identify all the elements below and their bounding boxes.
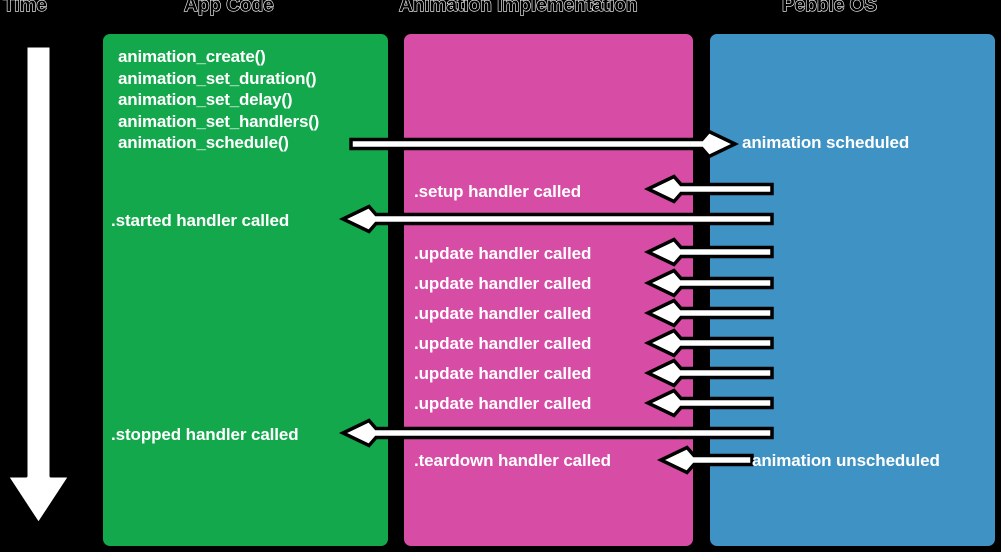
app-code-lane (101, 32, 390, 548)
event-label-update-handler-called-2: .update handler called (414, 274, 592, 293)
app-code-call-list: animation_create() animation_set_duratio… (118, 47, 320, 152)
event-label-animation-scheduled: animation scheduled (742, 133, 910, 152)
event-label-started-handler-called: .started handler called (111, 211, 290, 230)
event-label-update-handler-called-4: .update handler called (414, 334, 592, 353)
column-header-animation-implementation: Animation Implementation (398, 0, 638, 16)
event-label-animation-unscheduled: animation unscheduled (752, 451, 940, 470)
event-label-update-handler-called-3: .update handler called (414, 304, 592, 323)
event-label-update-handler-called-5: .update handler called (414, 364, 592, 383)
event-label-teardown-handler-called: .teardown handler called (414, 451, 611, 470)
event-label-setup-handler-called: .setup handler called (414, 182, 582, 201)
column-header-pebble-os: Pebble OS (781, 0, 878, 16)
event-label-update-handler-called-1: .update handler called (414, 244, 592, 263)
event-label-stopped-handler-called: .stopped handler called (111, 425, 299, 444)
event-label-update-handler-called-6: .update handler called (414, 394, 592, 413)
column-header-app-code: App Code (183, 0, 274, 16)
column-header-time: Time (2, 0, 48, 16)
